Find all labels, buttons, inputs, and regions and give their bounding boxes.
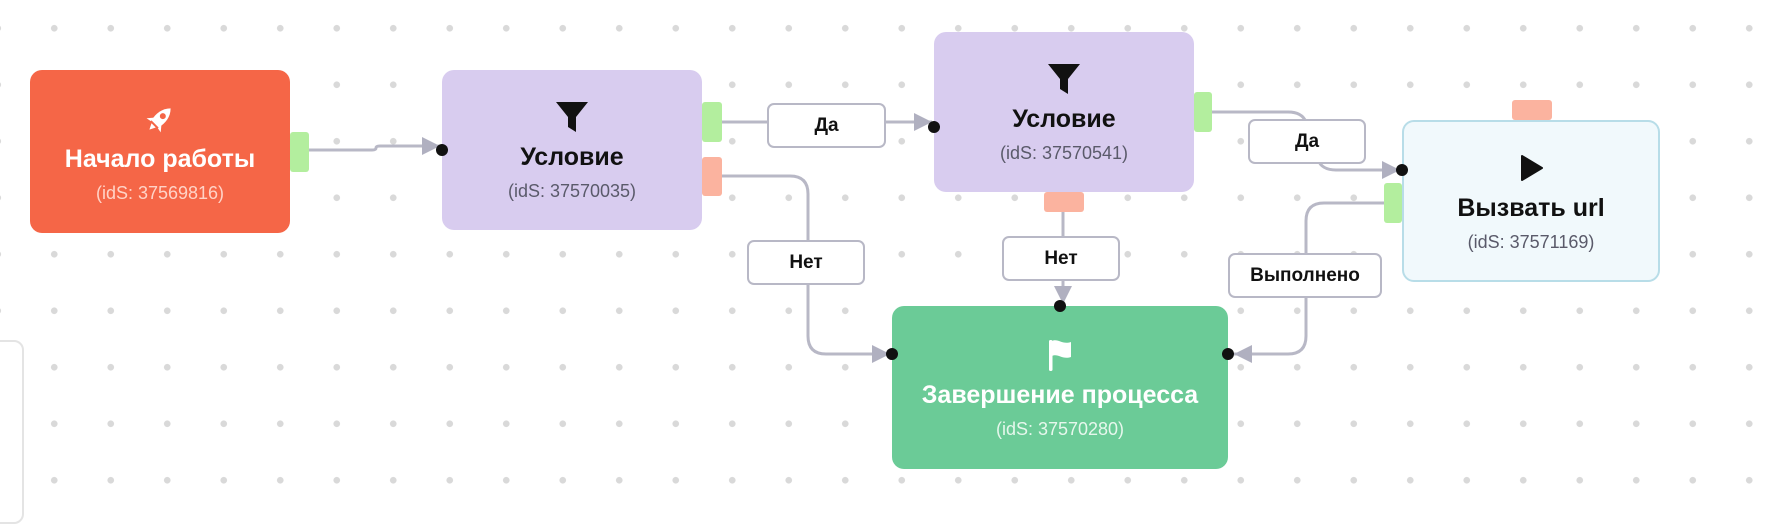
condition2-yes-port[interactable]	[1194, 92, 1212, 132]
finish-input-point-right[interactable]	[1222, 348, 1234, 360]
rocket-icon	[141, 100, 179, 138]
condition1-yes-port[interactable]	[702, 102, 722, 142]
finish-input-point-top[interactable]	[1054, 300, 1066, 312]
node-title: Вызвать url	[1457, 194, 1605, 222]
node-title: Условие	[1012, 105, 1116, 133]
node-id: (idS: 37569816)	[95, 182, 225, 203]
node-title: Условие	[520, 143, 624, 171]
condition1-input-point[interactable]	[436, 144, 448, 156]
condition2-no-port[interactable]	[1044, 192, 1084, 212]
node-condition-1[interactable]: Условие (idS: 37570035)	[442, 70, 702, 230]
node-id: (idS: 37570035)	[507, 181, 637, 201]
node-start[interactable]: Начало работы (idS: 37569816)	[30, 70, 290, 233]
start-success-port[interactable]	[290, 132, 309, 172]
edge-label-call-done[interactable]: Выполнено	[1228, 253, 1382, 298]
flag-icon	[1041, 336, 1079, 374]
edge-label-condition1-yes[interactable]: Да	[767, 103, 886, 148]
node-call-url[interactable]: Вызвать url (idS: 37571169)	[1402, 120, 1660, 282]
node-id: (idS: 37571169)	[1467, 232, 1595, 252]
node-id: (idS: 37570280)	[995, 418, 1125, 439]
call-url-done-port[interactable]	[1384, 183, 1402, 223]
edge-start-to-condition1	[309, 137, 440, 155]
condition1-no-port[interactable]	[702, 157, 722, 196]
edge-label-condition2-yes[interactable]: Да	[1248, 119, 1366, 164]
node-condition-2[interactable]: Условие (idS: 37570541)	[934, 32, 1194, 192]
side-panel-edge	[0, 340, 24, 524]
node-id: (idS: 37570541)	[999, 143, 1129, 163]
node-title: Начало работы	[64, 144, 256, 173]
finish-input-point-left[interactable]	[886, 348, 898, 360]
edge-label-condition1-no[interactable]: Нет	[747, 240, 865, 285]
node-title: Завершение процесса	[921, 380, 1199, 409]
filter-icon	[553, 98, 591, 136]
node-finish[interactable]: Завершение процесса (idS: 37570280)	[892, 306, 1228, 469]
call-url-input-point[interactable]	[1396, 164, 1408, 176]
edge-label-condition2-no[interactable]: Нет	[1002, 236, 1120, 281]
play-icon	[1512, 149, 1550, 187]
condition2-input-point[interactable]	[928, 121, 940, 133]
call-url-error-port[interactable]	[1512, 100, 1552, 120]
filter-icon	[1045, 60, 1083, 98]
